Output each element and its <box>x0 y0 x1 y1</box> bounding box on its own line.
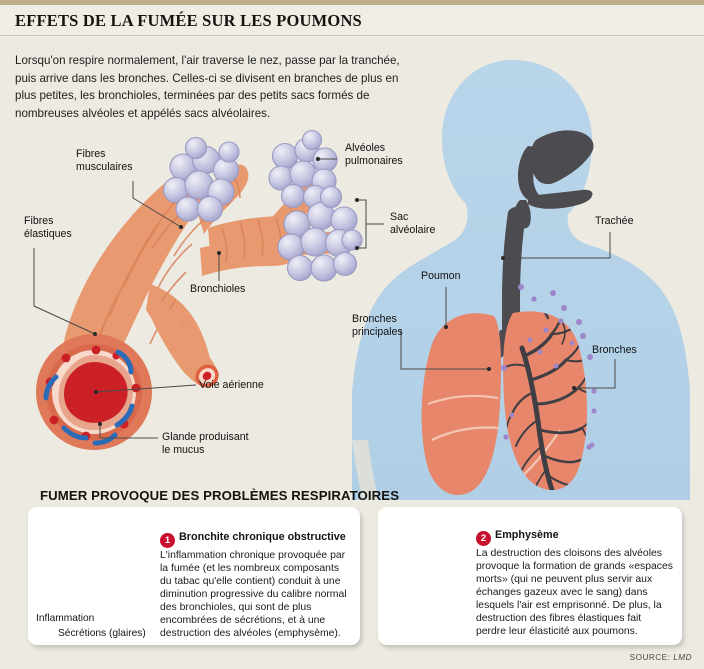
lungs-group <box>421 284 597 495</box>
top-rule <box>0 0 704 5</box>
title-band <box>0 5 704 36</box>
leader-fibres-elastiques <box>33 248 96 335</box>
leader-voie-aerienne <box>95 384 197 393</box>
label-bronches: Bronches <box>592 344 637 356</box>
leader-fibres-musculaires <box>132 181 182 228</box>
panel-bronchite-chronique: 1 Bronchite chronique obstructive L'infla… <box>28 507 360 645</box>
panel-1-body: L'inflammation chronique provoquée par l… <box>160 550 347 639</box>
panel-2-body: La destruction des cloisons des alvéoles… <box>476 548 673 637</box>
alveoli-cluster-right <box>277 185 363 282</box>
bronchus-branch-mid-low <box>200 241 297 276</box>
left-lung-shape <box>421 313 502 495</box>
label-poumon: Poumon <box>421 270 461 282</box>
tongue-palate <box>528 189 593 209</box>
label-voie-aerienne: Voie aérienne <box>199 379 264 391</box>
pharynx-upper <box>518 146 544 200</box>
leader-bronches <box>574 359 616 389</box>
section-heading: FUMER PROVOQUE DES PROBLÈMES RESPIRATOIR… <box>40 488 400 503</box>
mucus-glands <box>43 349 135 446</box>
leader-glande-mucus <box>99 424 158 439</box>
source-credit: SOURCE: LMD <box>630 653 692 662</box>
intro-paragraph: Lorsqu'on respire normalement, l'air tra… <box>15 54 400 120</box>
sac-alveolaire-bracket <box>356 199 384 249</box>
leader-bronches-principales <box>400 330 489 370</box>
panel-2-text: 2 Emphysème La destruction des cloisons d… <box>476 529 674 638</box>
source-name: LMD <box>673 653 692 662</box>
callout-secretions: Sécrétions (glaires) <box>58 628 146 639</box>
page-title: EFFETS DE LA FUMÉE SUR LES POUMONS <box>15 11 362 30</box>
alveoli-cluster-upper-right <box>268 129 338 210</box>
leader-dots <box>93 157 576 426</box>
alveoli-cluster-top <box>162 136 240 223</box>
label-fibres-elastiques: Fibres élastiques <box>24 215 72 240</box>
label-fibres-musculaires: Fibres musculaires <box>76 148 133 173</box>
trachea <box>502 206 526 336</box>
leader-trachee <box>503 232 611 259</box>
panel-emphyseme: 2 Emphysème La destruction des cloisons d… <box>378 507 682 645</box>
leader-lines <box>33 158 616 439</box>
label-sac-alveolaire: Sac alvéolaire <box>390 211 436 236</box>
panel-2-badge: 2 <box>476 531 491 546</box>
panel-2-title: Emphysème <box>495 529 559 541</box>
callout-inflammation: Inflammation <box>36 613 95 624</box>
label-bronches-principales: Bronches principales <box>352 313 403 338</box>
shoulder-shadow <box>352 440 378 500</box>
label-trachee: Trachée <box>595 215 634 227</box>
source-label: SOURCE: <box>629 653 671 662</box>
nasal-cavity <box>530 130 594 185</box>
panel-1-text: 1 Bronchite chronique obstructive L'infla… <box>160 531 350 640</box>
label-bronchioles: Bronchioles <box>190 283 246 295</box>
label-glande-mucus: Glande produisant le mucus <box>162 431 249 456</box>
alveolar-tips <box>501 284 597 450</box>
panel-1-badge: 1 <box>160 533 175 548</box>
panel-1-title: Bronchite chronique obstructive <box>179 531 346 543</box>
left-lung-fissure-upper <box>427 394 499 406</box>
left-lung-fissure-lower <box>431 426 500 441</box>
label-alveoles-pulmonaires: Alvéoles pulmonaires <box>345 142 403 167</box>
bronchus-open-stub <box>148 300 219 388</box>
